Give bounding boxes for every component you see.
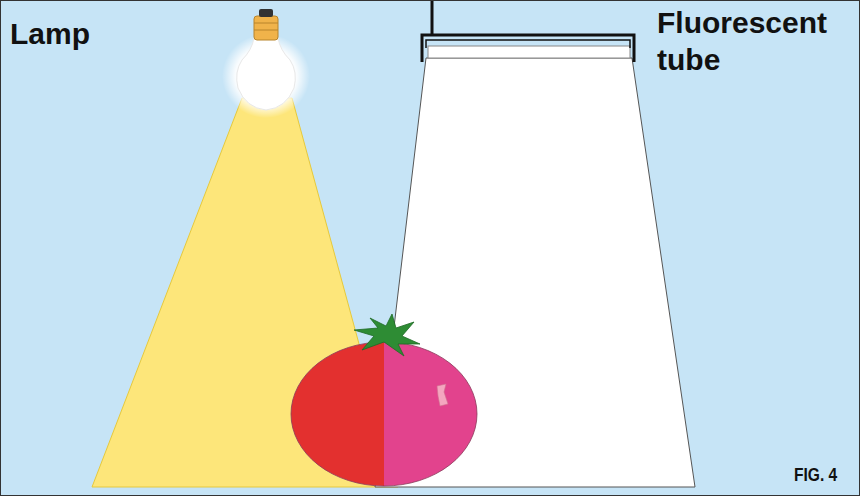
- lamp-bulb: [222, 9, 310, 118]
- fluorescent-fixture: [422, 0, 634, 62]
- tomato: [291, 314, 477, 486]
- part-label: Fluorescent tube: [657, 5, 852, 78]
- part-label: Lamp: [10, 16, 170, 53]
- figure-number: FIG. 4: [794, 463, 851, 486]
